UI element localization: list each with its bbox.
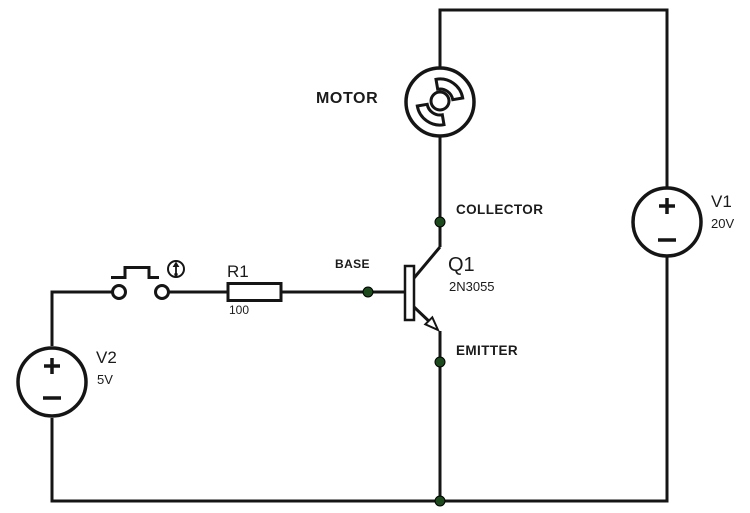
junction-dot-collector [434,216,446,228]
v2-value: 5V [97,372,113,387]
q1-part: 2N3055 [449,279,495,294]
junction-dot-bottom [434,495,446,507]
base-label: BASE [335,257,370,271]
collector-label: COLLECTOR [456,202,543,217]
motor-blade-lower-icon [415,102,446,127]
push-button[interactable] [111,260,185,300]
wires [50,8,669,503]
resistor-r1: R1 100 [226,262,283,317]
v2-ref: V2 [96,348,117,367]
q1-emitter-arrow-icon [423,315,440,332]
wire-top-loop [438,8,669,188]
push-button-actuator[interactable] [111,266,159,279]
press-up-arrow-icon[interactable] [167,260,185,278]
junction-dot-emitter [434,356,446,368]
r1-ref: R1 [227,262,249,281]
push-button-terminal-left [111,284,127,300]
q1-base-bar [403,264,416,322]
v2-body [16,346,88,418]
v2-source: V2 5V [16,346,117,418]
wire-v2-to-button [50,290,112,346]
v1-source: V1 20V [631,186,734,258]
motor-blade-upper-icon [434,77,465,102]
emitter-label: EMITTER [456,343,518,358]
motor-hub [429,90,451,112]
wire-bottom-loop [50,256,669,503]
junction-dot-base [362,286,374,298]
v1-ref: V1 [711,192,732,211]
r1-value: 100 [229,303,249,317]
v1-value: 20V [711,216,734,231]
resistor-body [226,282,283,302]
transistor-q1: Q1 2N3055 COLLECTOR BASE EMITTER [335,202,543,358]
motor: MOTOR [316,66,476,138]
motor-label: MOTOR [316,90,378,107]
q1-collector-lead [412,246,442,279]
push-button-terminal-right [154,284,170,300]
plus-icon [659,198,675,214]
v1-body [631,186,703,258]
q1-ref: Q1 [448,254,475,276]
plus-icon [44,358,60,374]
junction-dots [362,216,446,507]
